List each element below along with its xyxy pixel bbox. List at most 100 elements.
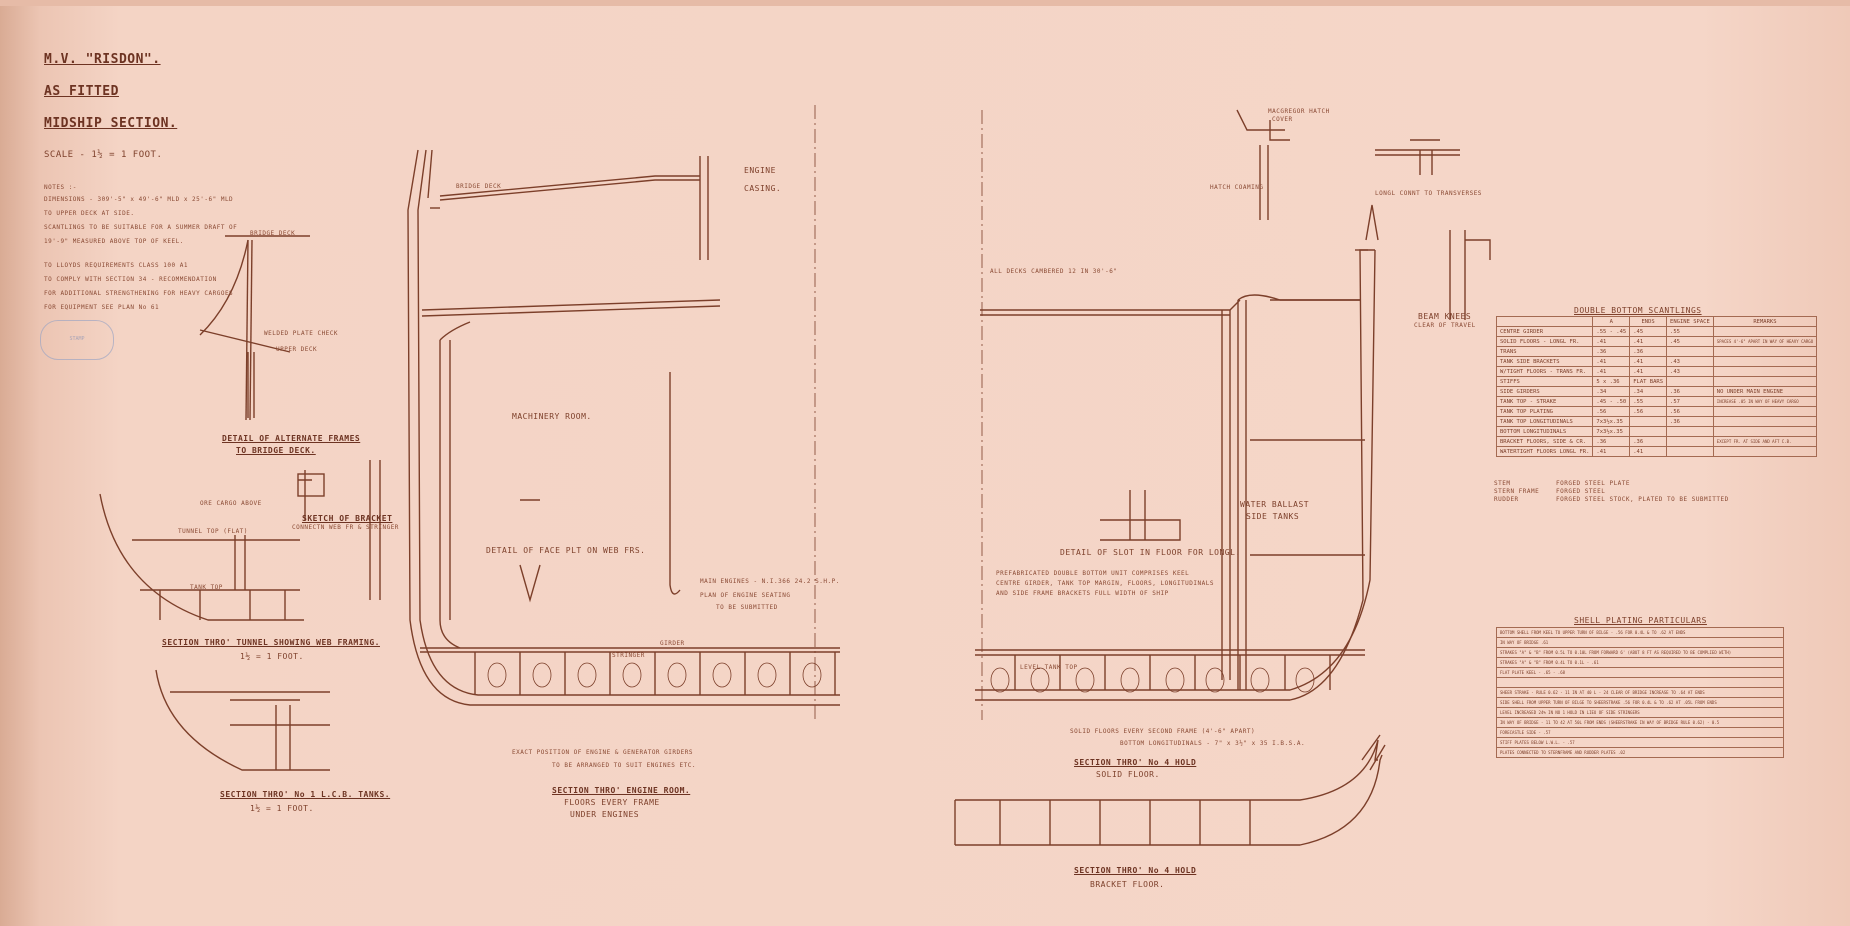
girder-label: GIRDER	[660, 640, 685, 647]
table-cell: .41	[1592, 336, 1631, 347]
column-header: ENDS	[1629, 316, 1668, 327]
engine-casing-label: CASING.	[744, 184, 782, 193]
table-cell: .43	[1666, 366, 1714, 377]
table-row: TANK SIDE BRACKETS.41.41.43	[1495, 356, 1818, 367]
table-cell	[1666, 376, 1714, 387]
table-cell: .41	[1629, 366, 1668, 377]
engine-seating-label: PLAN OF ENGINE SEATING	[700, 592, 791, 599]
table-cell	[1712, 326, 1818, 337]
table-cell: IN WAY OF BRIDGE .61	[1496, 637, 1784, 648]
table-cell: .45	[1629, 326, 1668, 337]
notes-line: DIMENSIONS - 309'-5" x 49'-6" MLD x 25'-…	[44, 196, 234, 203]
table-row: FLAT PLATE KEEL - .65 - .68	[1496, 667, 1784, 678]
table-cell: .41	[1629, 446, 1668, 457]
tunnel-top-label: TUNNEL TOP (FLAT)	[178, 528, 248, 535]
water-ballast-label: WATER BALLAST	[1240, 500, 1310, 509]
table-cell	[1712, 346, 1818, 357]
column-header: A	[1592, 316, 1631, 327]
engine-note: EXACT POSITION OF ENGINE & GENERATOR GIR…	[512, 749, 693, 756]
table-row	[1496, 677, 1784, 688]
table-row: LEVEL INCREASED 24% IN NO 1 HOLD IN LIEU…	[1496, 707, 1784, 718]
table-cell: 7x3½x.35	[1592, 416, 1631, 427]
table-cell: 7x3½x.35	[1592, 426, 1631, 437]
column-header: ENGINE SPACE	[1666, 316, 1714, 327]
bridge-deck-detail-label: BRIDGE DECK	[250, 230, 296, 237]
lcb-section-diagram	[155, 669, 330, 771]
table-cell: TRANS	[1495, 346, 1594, 357]
table-row: CENTRE GIRDER.55 - .45.45.55	[1495, 326, 1818, 337]
slot-caption: DETAIL OF SLOT IN FLOOR FOR LONGL.	[1060, 548, 1241, 557]
table-cell: BOTTOM LONGITUDINALS	[1495, 426, 1594, 437]
alt-frames-caption: DETAIL OF ALTERNATE FRAMES	[222, 434, 361, 443]
table-cell: .41	[1629, 356, 1668, 367]
hold-bracket-floor-diagram	[954, 734, 1386, 846]
lcb-caption: SECTION THRO' No 1 L.C.B. TANKS.	[220, 790, 391, 799]
table-cell	[1712, 356, 1818, 367]
table-cell: .34	[1592, 386, 1631, 397]
upper-deck-label: UPPER DECK	[276, 346, 318, 353]
table-cell: PLATES CONNECTED TO STERNFRAME AND RUDDE…	[1496, 747, 1784, 758]
table-cell: IN WAY OF BRIDGE - 11 TO 42 AT 50L FROM …	[1496, 717, 1784, 728]
table-cell	[1629, 416, 1668, 427]
machinery-room-label: MACHINERY ROOM.	[512, 412, 592, 421]
table-cell: INCREASE .05 IN WAY OF HEAVY CARGO	[1712, 396, 1818, 407]
table-row: BOTTOM SHELL FROM KEEL TO UPPER TURN OF …	[1496, 627, 1784, 638]
stem-value: FORGED STEEL PLATE	[1556, 480, 1631, 487]
ship-name: M.V. "RISDON".	[44, 52, 161, 67]
table-header-row: A ENDS ENGINE SPACE REMARKS	[1495, 316, 1818, 327]
table-cell	[1496, 677, 1784, 688]
stern-frame-value: FORGED STEEL	[1556, 488, 1606, 495]
table-cell	[1712, 446, 1818, 457]
table-cell	[1666, 436, 1714, 447]
table-cell: SIDE SHELL FROM UPPER TURN OF BILGE TO S…	[1496, 697, 1784, 708]
table-row: IN WAY OF BRIDGE .61	[1496, 637, 1784, 648]
table-cell: .55	[1629, 396, 1668, 407]
beam-knees-label: BEAM KNEES	[1418, 312, 1472, 321]
alt-frames-caption: TO BRIDGE DECK.	[236, 446, 316, 455]
table-cell: .57	[1666, 396, 1714, 407]
rudder-label: RUDDER	[1494, 496, 1519, 503]
table-cell: CENTRE GIRDER	[1495, 326, 1594, 337]
table-cell: .41	[1592, 446, 1631, 457]
solid-floor-caption: SECTION THRO' No 4 HOLD	[1074, 758, 1197, 767]
approval-stamp: STAMP	[40, 320, 114, 360]
column-header: REMARKS	[1712, 316, 1818, 327]
all-decks-label: ALL DECKS CAMBERED 12 IN 30'-6"	[990, 268, 1118, 275]
table-row: IN WAY OF BRIDGE - 11 TO 42 AT 50L FROM …	[1496, 717, 1784, 728]
table-row: STIFF PLATES BELOW L.W.L. - .57	[1496, 737, 1784, 748]
table-cell: 5 x .36	[1592, 376, 1631, 387]
table-row: STRAKES "A" & "B" FROM 0.4L TO 0.1L - .6…	[1496, 657, 1784, 668]
beam-knees-label: CLEAR OF TRAVEL	[1414, 322, 1476, 329]
table-cell: .41	[1629, 336, 1668, 347]
table-cell	[1712, 406, 1818, 417]
longl-connection-diagram	[1375, 139, 1460, 175]
table-row: PLATES CONNECTED TO STERNFRAME AND RUDDE…	[1496, 747, 1784, 758]
table-cell: .56	[1629, 406, 1668, 417]
table-cell: WATERTIGHT FLOORS LONGL FR.	[1495, 446, 1594, 457]
table-cell: W/TIGHT FLOORS - TRANS FR.	[1495, 366, 1594, 377]
table-cell: SIDE GIRDERS	[1495, 386, 1594, 397]
rudder-value: FORGED STEEL STOCK, PLATED TO BE SUBMITT…	[1556, 496, 1729, 503]
table-row: TRANS.36.36	[1495, 346, 1818, 357]
notes-line: SCANTLINGS TO BE SUITABLE FOR A SUMMER D…	[44, 224, 238, 231]
table-cell: STRAKES "A" & "B" FROM 0.4L TO 0.1L - .6…	[1496, 657, 1784, 668]
bottom-longls-label: BOTTOM LONGITUDINALS - 7" x 3½" x 35 I.B…	[1120, 740, 1306, 747]
table-cell	[1666, 446, 1714, 457]
stern-frame-label: STERN FRAME	[1494, 488, 1540, 495]
ore-cargo-label: ORE CARGO ABOVE	[200, 500, 262, 507]
table-cell: LEVEL INCREASED 24% IN NO 1 HOLD IN LIEU…	[1496, 707, 1784, 718]
solid-floor-caption: SOLID FLOOR.	[1096, 770, 1160, 779]
table-cell: .55	[1666, 326, 1714, 337]
prefab-note: CENTRE GIRDER, TANK TOP MARGIN, FLOORS, …	[996, 580, 1214, 587]
bracket-caption: CONNECTN WEB FR & STRINGER	[292, 524, 399, 531]
table-cell: .36	[1666, 416, 1714, 427]
double-bottom-title: DOUBLE BOTTOM SCANTLINGS	[1574, 306, 1702, 315]
drawing-title: MIDSHIP SECTION.	[44, 116, 178, 131]
table-cell: EXCEPT FR. AT SIDE AND AFT C.B.	[1712, 436, 1818, 447]
bracket-caption: SKETCH OF BRACKET	[302, 514, 393, 523]
table-cell	[1629, 426, 1668, 437]
